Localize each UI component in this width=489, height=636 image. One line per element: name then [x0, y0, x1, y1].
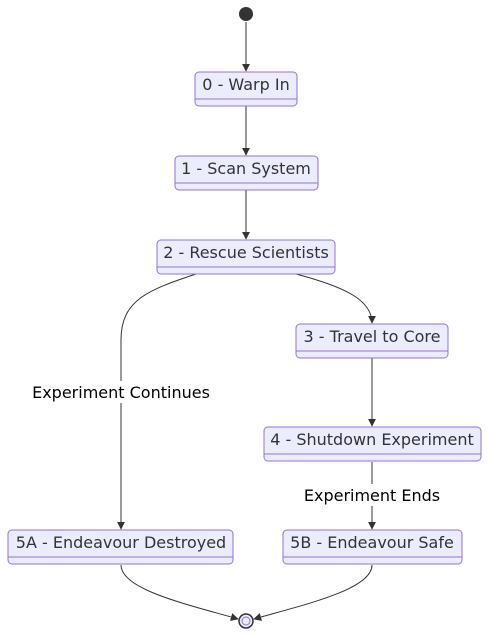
- edge-endeavour-destroyed-to-end: [120, 564, 239, 621]
- state-box: [156, 239, 336, 275]
- edge-label-bg: [302, 484, 442, 506]
- state-label-warp-in: 0 - Warp In: [202, 75, 289, 94]
- state-box: [194, 71, 298, 107]
- state-endeavour-destroyed[interactable]: 5A - Endeavour Destroyed: [7, 529, 234, 565]
- state-scan-system[interactable]: 1 - Scan System: [174, 155, 319, 191]
- edge-rescue-scientists-to-travel-to-core: [295, 273, 376, 324]
- end-state-marker: [238, 613, 254, 629]
- start-state-dot: [239, 7, 253, 21]
- state-travel-to-core[interactable]: 3 - Travel to Core: [295, 323, 449, 359]
- state-warp-in[interactable]: 0 - Warp In: [194, 71, 298, 107]
- edge-endeavour-safe-to-end: [253, 564, 373, 621]
- state-endeavour-safe[interactable]: 5B - Endeavour Safe: [282, 529, 463, 565]
- edge-label-experiment-ends: Experiment Ends: [304, 486, 440, 505]
- state-label-rescue-scientists: 2 - Rescue Scientists: [163, 243, 329, 262]
- state-box: [7, 529, 234, 565]
- state-box: [295, 323, 449, 359]
- state-label-endeavour-safe: 5B - Endeavour Safe: [290, 533, 454, 552]
- edge-label-experiment-continues: Experiment Continues: [32, 383, 210, 402]
- state-rescue-scientists[interactable]: 2 - Rescue Scientists: [156, 239, 336, 275]
- transitions: [117, 22, 376, 621]
- edge-label-bg: [31, 381, 211, 403]
- state-label-endeavour-destroyed: 5A - Endeavour Destroyed: [16, 533, 226, 552]
- state-shutdown-experiment[interactable]: 4 - Shutdown Experiment: [263, 426, 482, 462]
- end-state-inner-dot: [241, 616, 251, 626]
- state-label-scan-system: 1 - Scan System: [181, 159, 311, 178]
- state-label-travel-to-core: 3 - Travel to Core: [304, 327, 441, 346]
- edge-rescue-scientists-to-endeavour-destroyed: [117, 273, 197, 530]
- transition-labels: Experiment Continues Experiment Ends: [31, 381, 442, 506]
- state-box: [282, 529, 463, 565]
- state-box: [174, 155, 319, 191]
- state-box: [263, 426, 482, 462]
- state-label-shutdown-experiment: 4 - Shutdown Experiment: [270, 430, 474, 449]
